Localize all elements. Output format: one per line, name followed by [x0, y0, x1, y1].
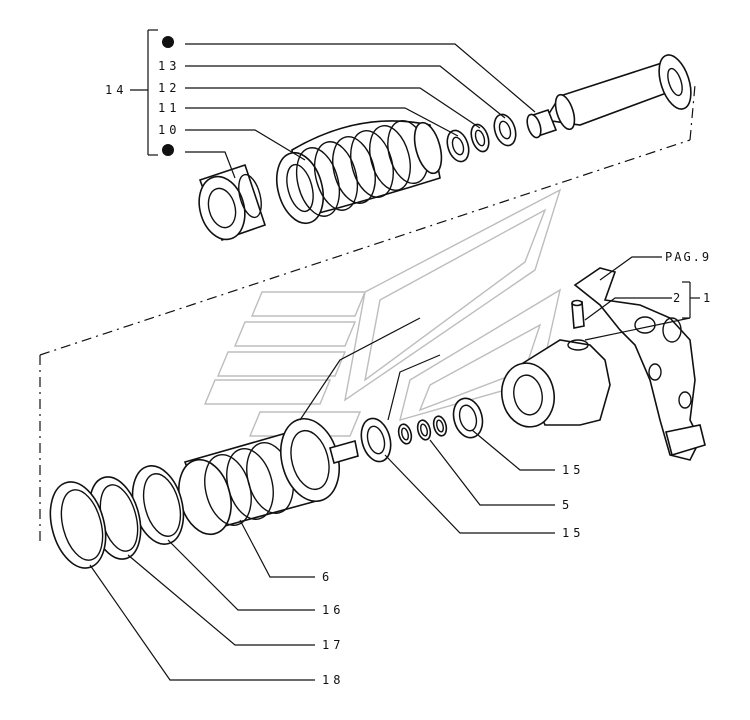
- label-17: 17: [322, 638, 344, 652]
- pin-2: [571, 299, 585, 329]
- bullet-icon-top: [162, 36, 174, 48]
- label-2: 2: [673, 291, 680, 305]
- label-pag-9: PAG.9: [665, 250, 711, 264]
- bracket-pag9: [573, 267, 706, 461]
- piston-6: [178, 417, 359, 536]
- ring-12: [470, 123, 490, 153]
- label-1: 1: [703, 291, 710, 305]
- callout-labels: 13 12 11 10 14 PAG.9 2 1 15 5 15 6 16 17…: [105, 59, 711, 687]
- ring-18: [49, 481, 107, 569]
- label-13: 13: [158, 59, 180, 73]
- label-10: 10: [158, 123, 180, 137]
- label-18: 18: [322, 673, 344, 687]
- label-11: 11: [158, 101, 180, 115]
- ring-11: [446, 129, 470, 163]
- label-16: 16: [322, 603, 344, 617]
- bullet-icon-bottom: [162, 144, 174, 156]
- label-6: 6: [322, 570, 329, 584]
- ring-13: [493, 113, 517, 147]
- dust-cap: [198, 163, 267, 242]
- dash-dot-outline: [39, 84, 696, 545]
- label-15-upper: 15: [562, 463, 584, 477]
- label-5: 5: [562, 498, 569, 512]
- spindle-assembly: [526, 54, 692, 139]
- label-15-lower: 15: [562, 526, 584, 540]
- leader-lines: [89, 29, 700, 681]
- seal-15-lower: [360, 417, 392, 463]
- seal-15-upper: [452, 397, 484, 439]
- label-14: 14: [105, 83, 127, 97]
- bellows-10: [275, 120, 443, 225]
- o-rings-5: [397, 415, 448, 445]
- label-12: 12: [158, 81, 180, 95]
- master-cylinder-body: [500, 339, 611, 428]
